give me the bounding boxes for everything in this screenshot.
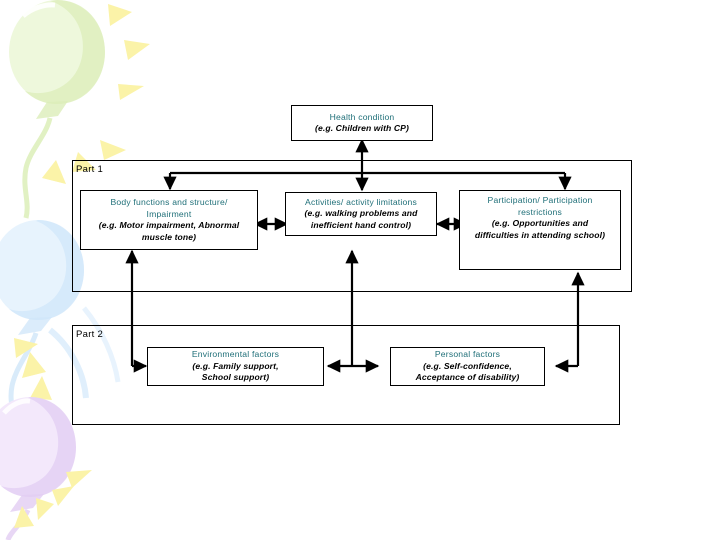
balloon-purple-icon	[0, 397, 76, 540]
body-functions-example-line-2: muscle tone)	[141, 231, 197, 242]
part-2-label: Part 2	[76, 329, 104, 340]
node-environmental-factors[interactable]: Environmental factors (e.g. Family suppo…	[147, 347, 324, 386]
health-condition-example: (e.g. Children with CP)	[315, 123, 409, 133]
environmental-factors-example-line-1: (e.g. Family support,	[192, 360, 279, 371]
personal-factors-title: Personal factors	[434, 349, 501, 360]
participation-example-line-1: (e.g. Opportunities and	[491, 218, 589, 228]
personal-factors-example-line-1: (e.g. Self-confidence,	[423, 360, 512, 371]
activities-example-line-2: inefficient hand control)	[310, 219, 412, 230]
part-1-label: Part 1	[76, 164, 104, 175]
activities-title-line-1: Activities/ activity limitations	[305, 196, 417, 207]
sparkle-rays-bottom-icon	[14, 470, 92, 528]
body-functions-title-line-2: Impairment	[146, 208, 192, 219]
body-functions-title-line-1: Body functions and structure/	[110, 197, 228, 207]
participation-title-line-1: Participation/ Participation	[487, 195, 593, 205]
environmental-factors-title: Environmental factors	[191, 349, 280, 360]
environmental-factors-example-line-2: School support)	[201, 372, 270, 383]
personal-factors-example-line-2: Acceptance of disability)	[415, 372, 520, 383]
activities-example-line-1: (e.g. walking problems and	[304, 208, 418, 219]
node-participation[interactable]: Participation/ Participation restriction…	[459, 190, 621, 270]
node-health-condition[interactable]: Health condition (e.g. Children with CP)	[291, 105, 433, 141]
body-functions-example-line-1: (e.g. Motor impairment, Abnormal	[98, 220, 240, 230]
participation-example-line-2: difficulties in attending school)	[474, 229, 606, 240]
node-body-functions[interactable]: Body functions and structure/ Impairment…	[80, 190, 258, 250]
node-personal-factors[interactable]: Personal factors (e.g. Self-confidence, …	[390, 347, 545, 386]
health-condition-title: Health condition	[329, 111, 395, 122]
sparkle-rays-top-icon	[42, 4, 150, 184]
sparkle-rays-mid-icon	[14, 338, 52, 400]
node-activities[interactable]: Activities/ activity limitations (e.g. w…	[285, 192, 437, 236]
part-2-frame	[72, 325, 620, 425]
participation-title-line-2: restrictions	[518, 206, 562, 217]
